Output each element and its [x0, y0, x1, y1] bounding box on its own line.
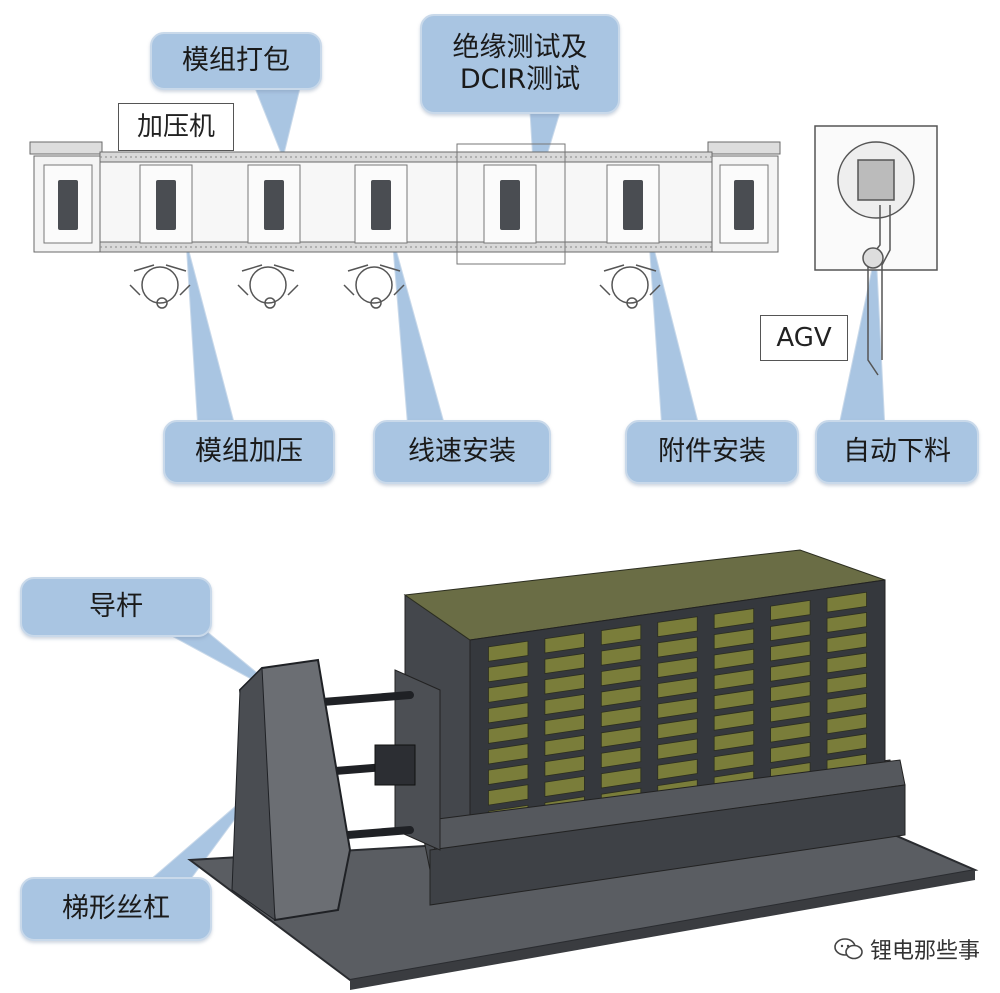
press-machine-label: 加压机 [118, 103, 234, 151]
battery-cell [770, 681, 811, 703]
battery-cell [600, 624, 642, 646]
agv-label: AGV [760, 315, 848, 361]
callout-module-packing-text: 模组打包 [182, 45, 290, 76]
battery-cell [657, 616, 698, 638]
wechat-icon [834, 938, 863, 960]
battery-cell [544, 693, 585, 716]
battery-cell [713, 730, 755, 752]
line-stations [43, 164, 769, 244]
battery-cell [826, 591, 867, 613]
battery-cell [657, 718, 698, 740]
battery-cell [600, 706, 642, 728]
battery-cell [713, 669, 755, 691]
callout-module-packing: 模组打包 [150, 32, 322, 90]
callout-module-pressing: 模组加压 [163, 420, 335, 484]
station-modules [58, 180, 754, 230]
battery-cell [488, 661, 529, 683]
callout-wire-install: 线速安装 [373, 420, 551, 484]
battery-cell [544, 632, 585, 654]
battery-cell [770, 599, 811, 621]
battery-cell [600, 644, 642, 666]
battery-cell [488, 702, 529, 724]
callout-insulation-line2: DCIR测试 [459, 64, 581, 95]
screw-nut [374, 744, 416, 786]
agv-text: AGV [776, 323, 832, 353]
battery-cell [488, 763, 529, 785]
battery-cell [826, 692, 867, 714]
battery-cell [544, 673, 585, 695]
battery-cell [770, 620, 811, 642]
watermark: 锂电那些事 [834, 933, 980, 965]
callout-accessory-install-text: 附件安装 [658, 436, 766, 467]
production-line-diagram [29, 87, 938, 431]
battery-cell [600, 665, 642, 687]
callout-guide-rod: 导杆 [20, 577, 212, 637]
battery-cell [488, 681, 529, 703]
battery-cell [826, 733, 867, 755]
battery-cell [826, 632, 867, 654]
callout-module-pressing-text: 模组加压 [195, 436, 303, 467]
callout-insulation-test: 绝缘测试及 DCIR测试 [420, 14, 620, 114]
battery-cell [544, 775, 585, 798]
battery-cell [713, 689, 755, 711]
callout-wire-install-text: 线速安装 [408, 436, 516, 467]
battery-cell [657, 758, 698, 780]
battery-cell [600, 685, 642, 707]
callout-insulation-line1: 绝缘测试及 [452, 32, 588, 63]
battery-cell [826, 612, 867, 633]
battery-cell [713, 750, 755, 772]
battery-cell [713, 648, 755, 670]
battery-cell [713, 628, 755, 650]
callout-auto-unloading: 自动下料 [815, 420, 979, 484]
battery-cell [770, 741, 811, 763]
callout-pointers [185, 87, 886, 431]
battery-cell [826, 672, 867, 694]
callout-accessory-install: 附件安装 [625, 420, 799, 484]
callout-guide-rod-text: 导杆 [89, 591, 143, 622]
battery-cell [488, 743, 529, 765]
battery-cell [713, 709, 755, 731]
battery-cell [600, 767, 642, 789]
battery-cell [770, 701, 811, 723]
agv-robot-cell [814, 125, 938, 376]
battery-cell [770, 721, 811, 743]
module-fixture-illustration [148, 549, 979, 990]
battery-cell [488, 784, 529, 806]
battery-cell [544, 653, 585, 675]
battery-cell [600, 726, 642, 748]
battery-cell [544, 755, 585, 777]
press-machine-text: 加压机 [136, 112, 215, 142]
battery-cell [488, 722, 529, 744]
callout-auto-unloading-text: 自动下料 [843, 436, 951, 467]
battery-cell [826, 652, 867, 674]
callout-trapezoid-screw-text: 梯形丝杠 [62, 893, 170, 924]
battery-cell [544, 734, 585, 757]
battery-cell [770, 660, 811, 682]
operator-icons [129, 264, 661, 309]
battery-cell [544, 714, 585, 736]
battery-cell [713, 608, 755, 629]
battery-cell [657, 656, 698, 678]
battery-cell [488, 640, 529, 662]
battery-cell [770, 640, 811, 662]
callout-trapezoid-screw: 梯形丝杠 [20, 877, 212, 941]
watermark-text: 锂电那些事 [869, 939, 980, 964]
battery-cell [657, 677, 698, 699]
battery-cell [600, 746, 642, 769]
battery-cell [826, 713, 867, 735]
battery-cell [657, 697, 698, 719]
battery-cell [657, 738, 698, 760]
battery-cell [657, 636, 698, 658]
